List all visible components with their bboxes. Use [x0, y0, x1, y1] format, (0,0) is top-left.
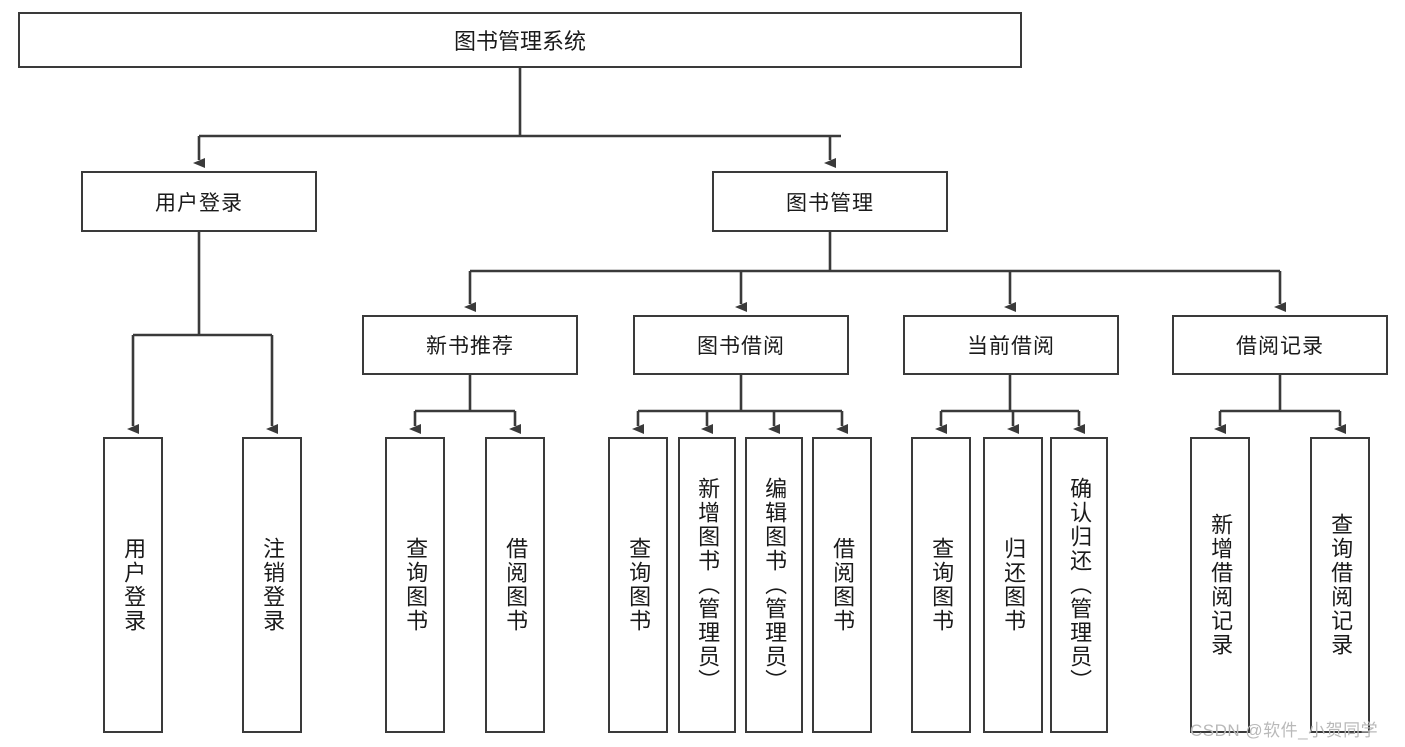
node-book-management-label: 图书管理 [786, 191, 874, 215]
csdn-watermark: CSDN @软件_小贺同学 [1190, 721, 1379, 740]
node-leaf-add-book[interactable]: 新增图书（管理员） [678, 437, 736, 733]
node-leaf-query-book-1[interactable]: 查询图书 [385, 437, 445, 733]
node-leaf-user-login-label: 用户登录 [121, 537, 147, 633]
node-user-login-label: 用户登录 [155, 191, 243, 215]
node-leaf-logout[interactable]: 注销登录 [242, 437, 302, 733]
node-leaf-borrow-book-2[interactable]: 借阅图书 [812, 437, 872, 733]
node-leaf-edit-book-label: 编辑图书（管理员） [762, 477, 788, 693]
node-leaf-return-book[interactable]: 归还图书 [983, 437, 1043, 733]
node-leaf-query-book-1-label: 查询图书 [403, 537, 429, 633]
node-borrow-record[interactable]: 借阅记录 [1172, 315, 1388, 375]
node-leaf-confirm-return[interactable]: 确认归还（管理员） [1050, 437, 1108, 733]
node-leaf-query-book-2-label: 查询图书 [626, 537, 652, 633]
node-root[interactable]: 图书管理系统 [18, 12, 1022, 68]
node-leaf-query-book-2[interactable]: 查询图书 [608, 437, 668, 733]
node-book-management[interactable]: 图书管理 [712, 171, 948, 232]
node-borrow-record-label: 借阅记录 [1236, 335, 1324, 358]
node-leaf-return-book-label: 归还图书 [1001, 537, 1027, 633]
node-leaf-add-book-label: 新增图书（管理员） [695, 477, 721, 693]
node-leaf-edit-book[interactable]: 编辑图书（管理员） [745, 437, 803, 733]
node-leaf-borrow-book-1-label: 借阅图书 [503, 537, 529, 633]
node-leaf-query-book-3[interactable]: 查询图书 [911, 437, 971, 733]
node-leaf-borrow-book-2-label: 借阅图书 [830, 537, 856, 633]
node-leaf-query-record[interactable]: 查询借阅记录 [1310, 437, 1370, 733]
node-leaf-add-record[interactable]: 新增借阅记录 [1190, 437, 1250, 733]
node-leaf-logout-label: 注销登录 [260, 537, 286, 633]
node-current-borrow[interactable]: 当前借阅 [903, 315, 1119, 375]
node-leaf-user-login[interactable]: 用户登录 [103, 437, 163, 733]
node-book-borrow-label: 图书借阅 [697, 335, 785, 358]
node-new-book-recommend-label: 新书推荐 [426, 335, 514, 358]
node-leaf-confirm-return-label: 确认归还（管理员） [1067, 477, 1093, 693]
node-leaf-query-book-3-label: 查询图书 [929, 537, 955, 633]
node-user-login[interactable]: 用户登录 [81, 171, 317, 232]
node-leaf-borrow-book-1[interactable]: 借阅图书 [485, 437, 545, 733]
node-new-book-recommend[interactable]: 新书推荐 [362, 315, 578, 375]
node-book-borrow[interactable]: 图书借阅 [633, 315, 849, 375]
node-leaf-query-record-label: 查询借阅记录 [1328, 513, 1354, 657]
node-current-borrow-label: 当前借阅 [967, 335, 1055, 358]
node-leaf-add-record-label: 新增借阅记录 [1208, 513, 1234, 657]
node-root-label: 图书管理系统 [453, 29, 586, 54]
